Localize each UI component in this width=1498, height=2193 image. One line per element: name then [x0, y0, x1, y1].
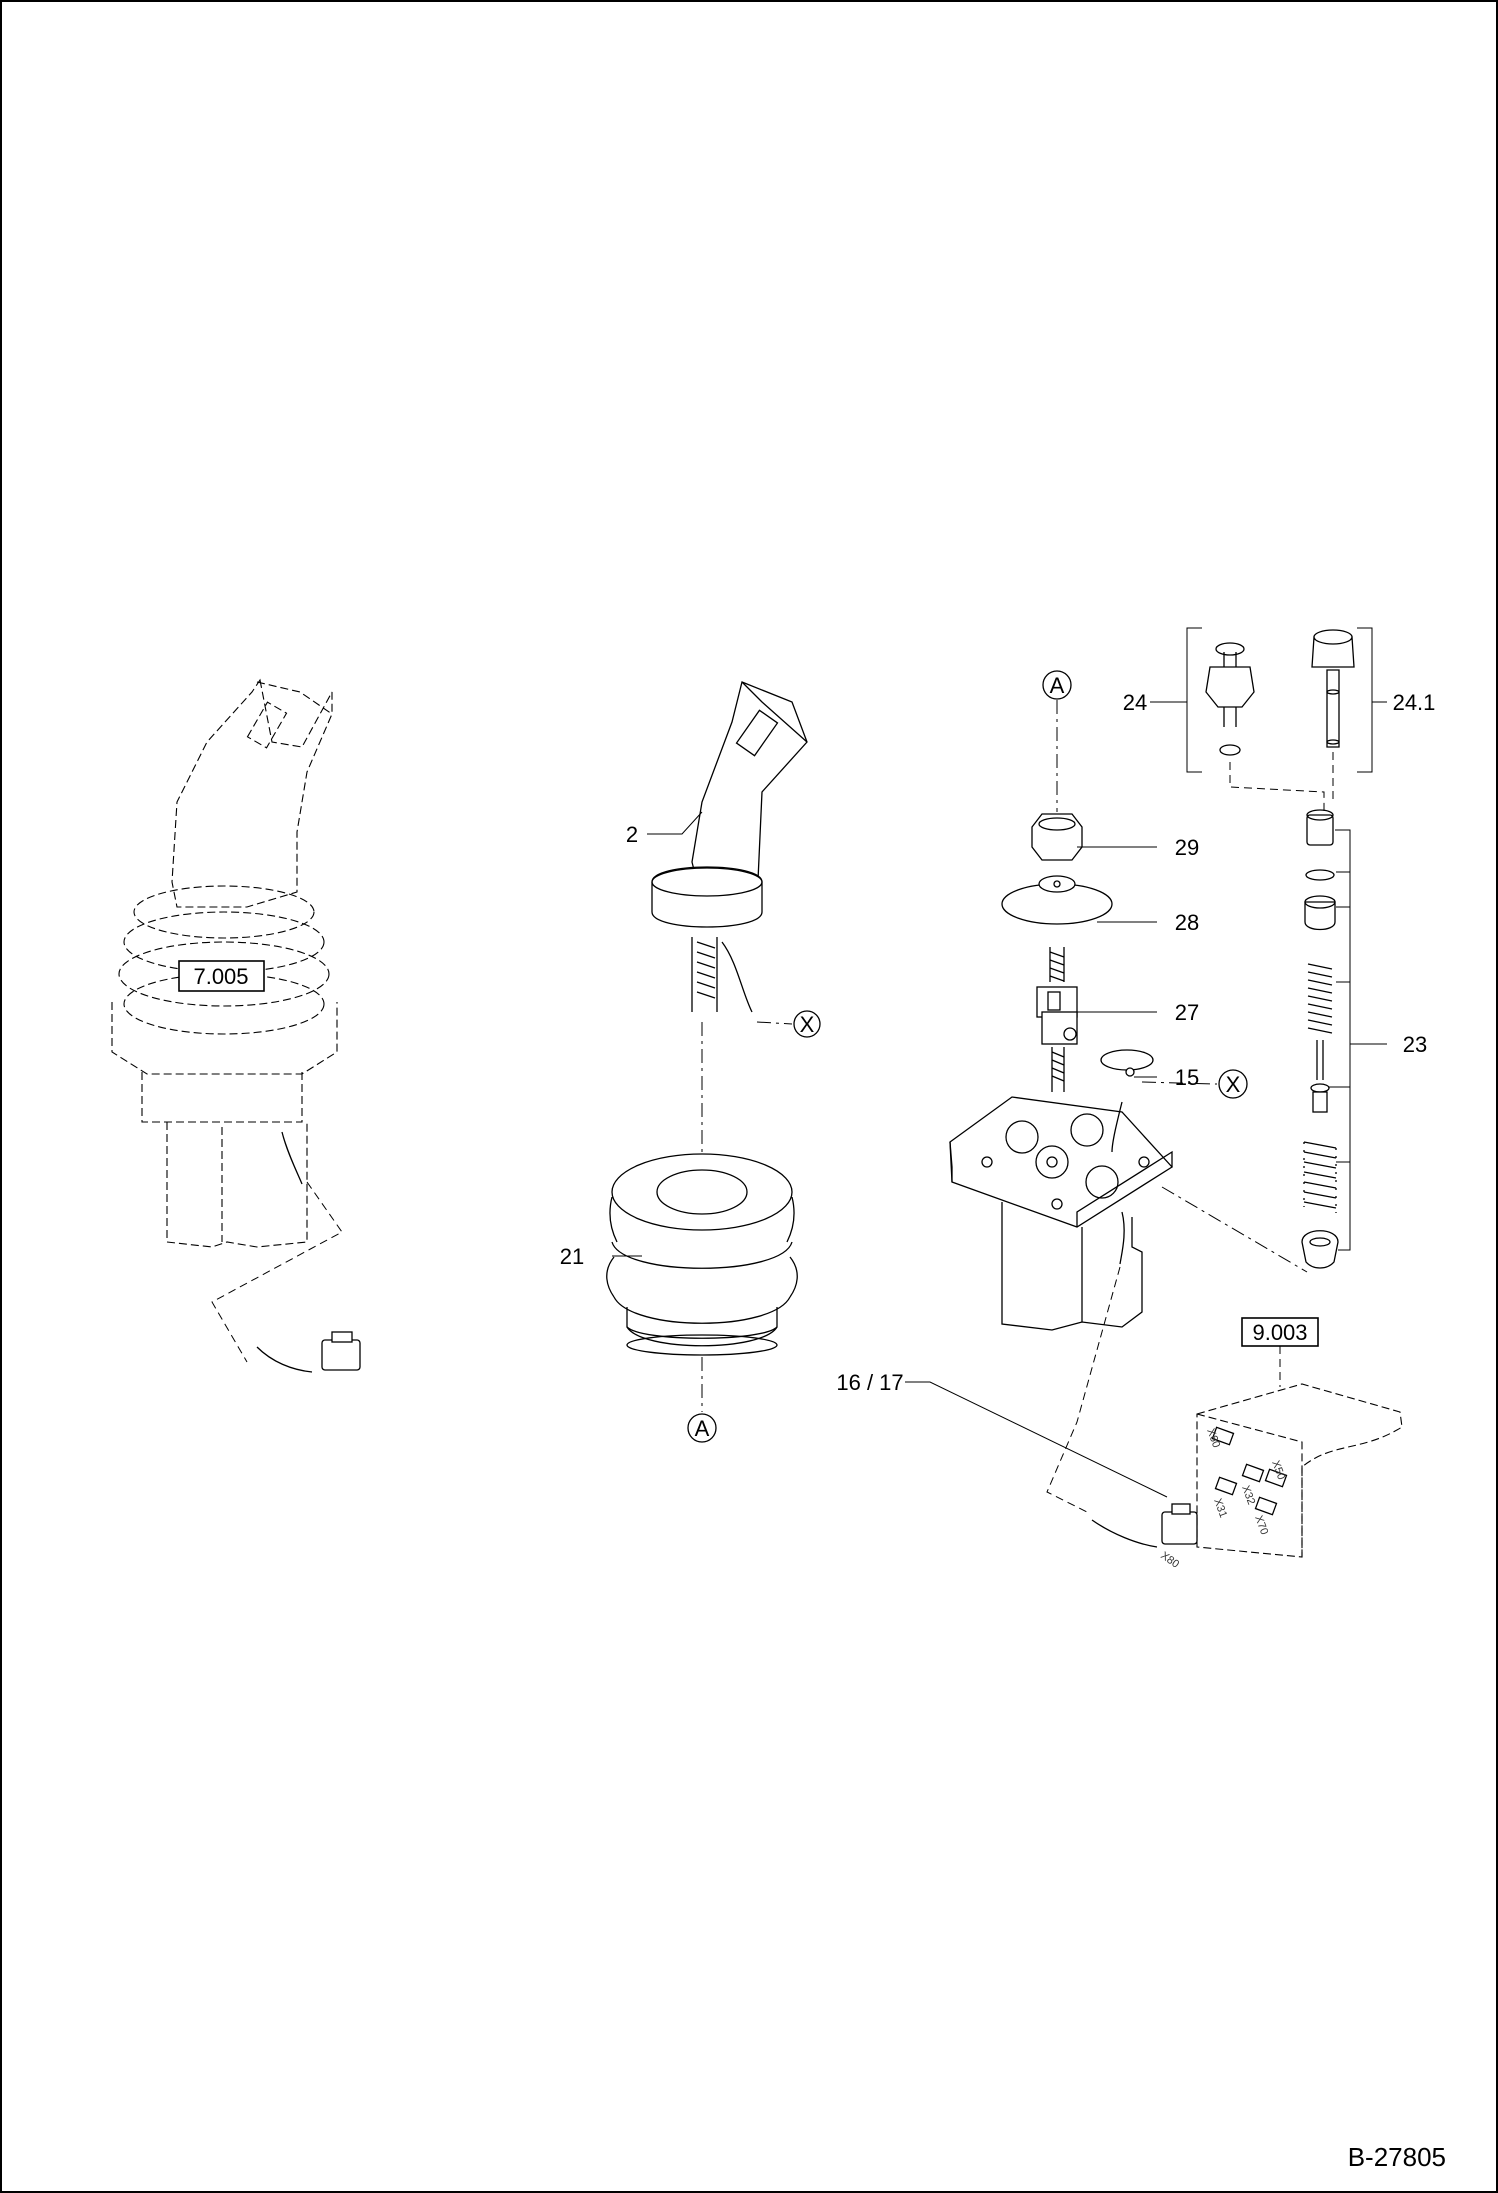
- left-harness: [211, 1131, 361, 1373]
- callout-23: 23: [1403, 1032, 1427, 1057]
- rubber-boot-part-21[interactable]: [606, 1153, 798, 1356]
- spring-upper: [1307, 963, 1333, 1034]
- valve-housing: [949, 1096, 1174, 1331]
- svg-text:X: X: [1226, 1072, 1241, 1097]
- callout-29: 29: [1175, 835, 1199, 860]
- connector-x-left: X: [793, 1010, 821, 1038]
- handle-part-2[interactable]: [651, 681, 808, 1013]
- insert-part-24-1[interactable]: [1311, 629, 1355, 748]
- electrical-box-phantom: X60 X50 X32 X31 X70: [1196, 1383, 1403, 1558]
- shaft-upper: [1049, 947, 1065, 982]
- callout-27: 27: [1175, 1000, 1199, 1025]
- svg-text:X70: X70: [1252, 1514, 1270, 1537]
- callout-16-17: 16 / 17: [836, 1370, 903, 1395]
- plate-part-28[interactable]: [1001, 875, 1113, 925]
- ref-box-9003[interactable]: 9.003: [1241, 1317, 1319, 1347]
- callout-15: 15: [1175, 1065, 1199, 1090]
- right-harness: [1046, 1101, 1125, 1513]
- plug-part-16-17[interactable]: X80: [1091, 1503, 1198, 1571]
- callout-24-1: 24.1: [1393, 690, 1436, 715]
- svg-text:X60: X60: [1204, 1427, 1222, 1450]
- spring-lower: [1303, 1141, 1337, 1213]
- shaft-lower: [1051, 1047, 1065, 1092]
- svg-text:9.003: 9.003: [1252, 1320, 1307, 1345]
- clip-part-15[interactable]: [1100, 1049, 1154, 1077]
- svg-text:X31: X31: [1211, 1497, 1229, 1520]
- universal-joint-part-27[interactable]: [1036, 986, 1078, 1045]
- callout-28: 28: [1175, 910, 1199, 935]
- svg-text:X32: X32: [1239, 1484, 1257, 1507]
- callout-2: 2: [626, 822, 638, 847]
- svg-text:7.005: 7.005: [193, 964, 248, 989]
- callout-21: 21: [560, 1244, 584, 1269]
- svg-text:X: X: [800, 1012, 815, 1037]
- svg-text:A: A: [1050, 673, 1065, 698]
- svg-text:X80: X80: [1158, 1550, 1181, 1571]
- nut-part-29[interactable]: [1031, 813, 1083, 861]
- document-code: B-27805: [1347, 2142, 1446, 2172]
- svg-text:X50: X50: [1269, 1459, 1287, 1482]
- connector-a-top: A: [1042, 670, 1072, 700]
- ref-box-7005[interactable]: 7.005: [178, 960, 265, 992]
- connector-x-right: X: [1218, 1069, 1248, 1099]
- svg-text:A: A: [695, 1416, 710, 1441]
- callout-24: 24: [1123, 690, 1147, 715]
- connector-a-bottom: A: [687, 1413, 717, 1443]
- spring-stack-part-23[interactable]: [1301, 809, 1339, 1269]
- insert-part-24[interactable]: [1205, 642, 1255, 756]
